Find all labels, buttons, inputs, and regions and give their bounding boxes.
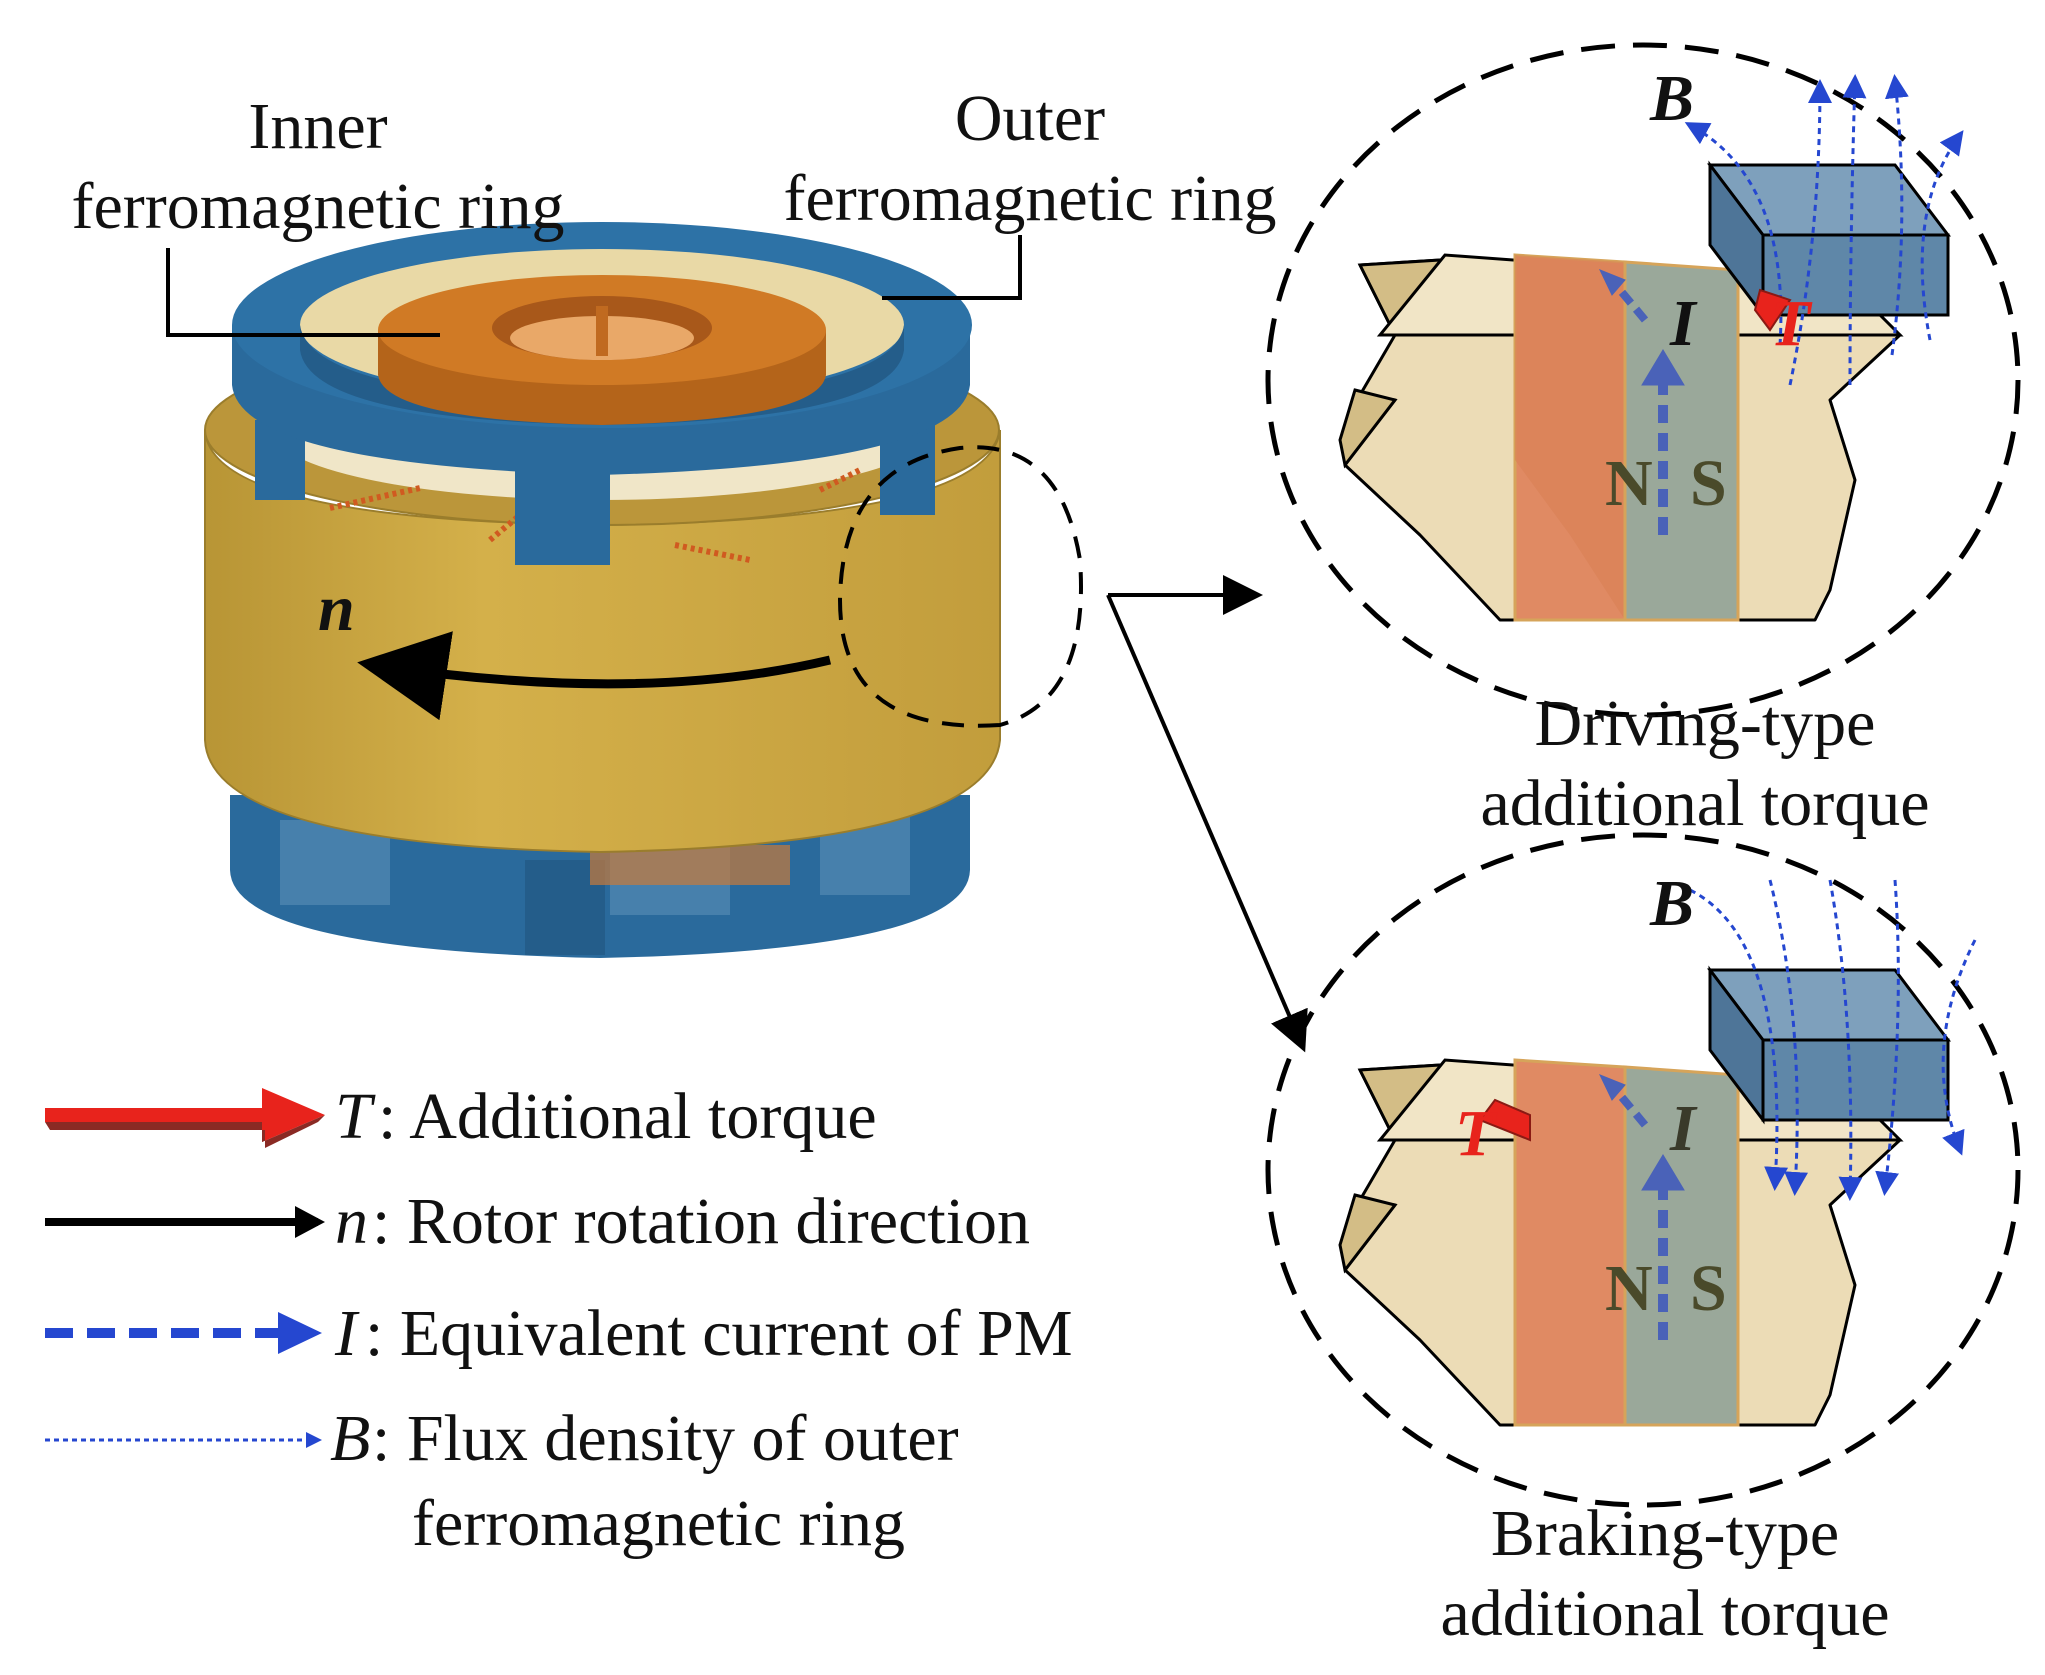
outer-ring-label-line2: ferromagnetic ring <box>784 162 1277 235</box>
torque-arrow <box>1753 288 1792 332</box>
outer-ring-leader <box>882 235 1022 300</box>
braking-detail: B I T N S Braking-type additional torque <box>1265 832 2021 1650</box>
outer-ring-block <box>1706 160 1952 320</box>
outer-ring-label-line1: Outer <box>955 82 1105 155</box>
current-symbol: I <box>1669 287 1698 360</box>
driving-detail-circle <box>1265 42 2021 718</box>
legend-flux-text-line1: : Flux density of outer <box>372 1402 959 1475</box>
inner-ring-label-line2: ferromagnetic ring <box>72 170 565 243</box>
leader-lines <box>166 235 1022 337</box>
driving-label-line1: Driving-type <box>1535 687 1876 760</box>
torque-symbol-b: T <box>1455 1097 1498 1170</box>
braking-label-line1: Braking-type <box>1491 1497 1839 1570</box>
inner-ring-leader <box>166 248 440 337</box>
driving-detail: B I T N S Driving-type additional torque <box>1265 42 2021 840</box>
current-symbol-b: I <box>1669 1092 1698 1165</box>
legend-current-symbol: I <box>334 1297 360 1370</box>
zoom-circle <box>837 445 1083 728</box>
magnet-red-half-b <box>1513 1058 1627 1427</box>
legend-current: I : Equivalent current of PM <box>45 1297 1073 1370</box>
legend-flux-text-line2: ferromagnetic ring <box>412 1487 905 1560</box>
legend-torque-text: : Additional torque <box>378 1080 877 1153</box>
south-pole-label-b: S <box>1690 1252 1727 1325</box>
flux-symbol: B <box>1649 62 1694 135</box>
ring-labels: Inner ferromagnetic ring Outer ferromagn… <box>72 82 1277 243</box>
north-pole-label-b: N <box>1605 1252 1653 1325</box>
rotation-direction-arrow <box>357 631 832 721</box>
legend-torque: T : Additional torque <box>45 1080 877 1153</box>
north-pole-label: N <box>1605 447 1653 520</box>
torque-arrow-b <box>1478 1098 1531 1142</box>
current-arrows <box>1598 269 1685 535</box>
braking-label-line2: additional torque <box>1440 1577 1889 1650</box>
current-arrows-b <box>1598 1074 1685 1340</box>
outer-ring-block-b <box>1706 965 1952 1125</box>
driving-label-line2: additional torque <box>1480 767 1929 840</box>
legend-rotation-text: : Rotor rotation direction <box>372 1185 1030 1258</box>
torque-symbol: T <box>1770 287 1813 360</box>
legend-current-text: : Equivalent current of PM <box>365 1297 1073 1370</box>
callout-to-braking <box>1106 594 1308 1053</box>
flux-lines <box>1684 74 1964 386</box>
legend-rotation: n : Rotor rotation direction <box>45 1185 1030 1258</box>
flux-lines-b <box>1689 879 1977 1201</box>
braking-detail-circle <box>1265 832 2021 1508</box>
legend-flux: B : Flux density of outer ferromagnetic … <box>45 1402 959 1560</box>
magnet-grey-half <box>1623 260 1740 622</box>
legend-flux-symbol: B <box>330 1402 370 1475</box>
legend: T : Additional torque n : Rotor rotation… <box>45 1080 1073 1560</box>
legend-rotation-symbol: n <box>335 1185 368 1258</box>
rotation-symbol: n <box>318 572 355 645</box>
motor-model: n <box>204 222 1083 958</box>
callout-arrows <box>1106 575 1308 1053</box>
inner-ring <box>378 275 826 425</box>
legend-torque-arrow <box>45 1088 325 1142</box>
inner-ring-label-line1: Inner <box>248 90 387 163</box>
legend-torque-symbol: T <box>335 1080 376 1153</box>
south-pole-label: S <box>1690 447 1727 520</box>
flux-symbol-b: B <box>1649 867 1694 940</box>
magnet-grey-half-b <box>1623 1065 1740 1427</box>
